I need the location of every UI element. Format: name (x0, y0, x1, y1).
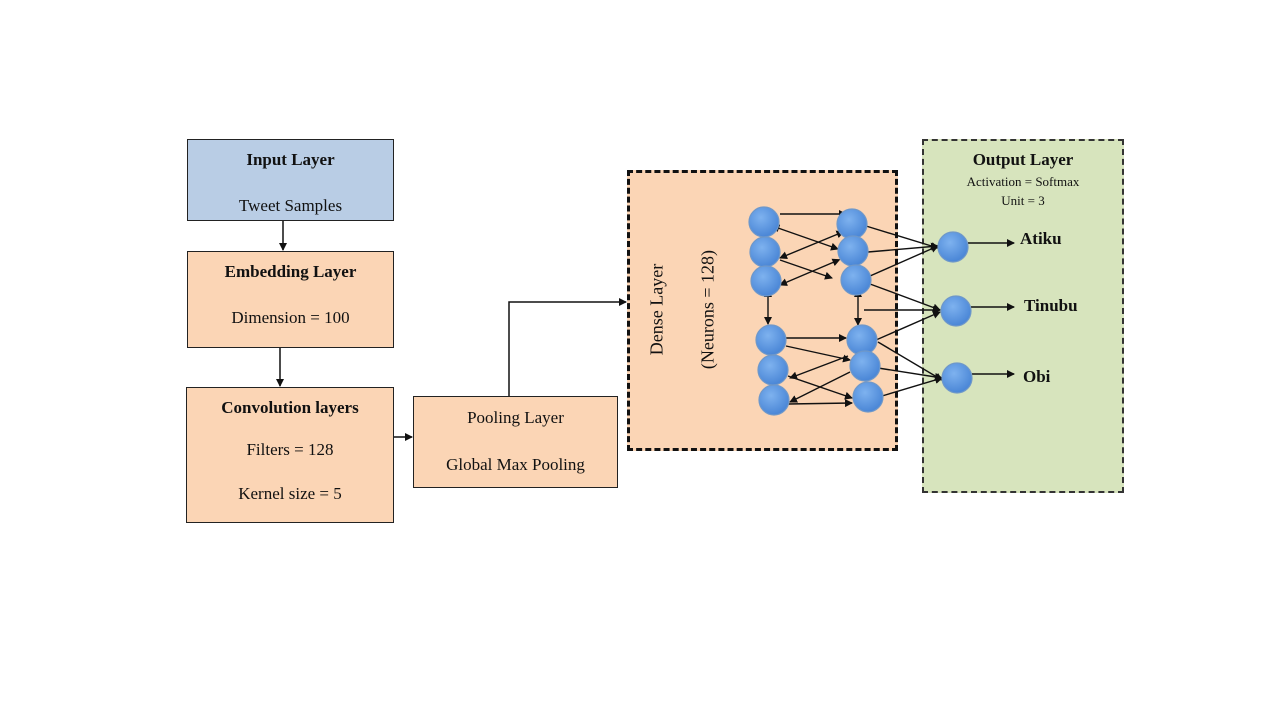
input-layer-title: Input Layer (246, 150, 335, 169)
arrow-pooling-to-dense (508, 298, 627, 396)
neuron-hidden-b (837, 235, 869, 267)
output-unit: Unit = 3 (1001, 193, 1045, 208)
pooling-layer-title: Pooling Layer (467, 408, 564, 427)
neuron-output-atiku (937, 231, 969, 263)
neuron-hidden-a (748, 206, 780, 238)
neuron-hidden-b (836, 208, 868, 240)
neuron-hidden-a (758, 384, 790, 416)
convolution-kernel: Kernel size = 5 (238, 484, 342, 503)
neuron-hidden-b (846, 324, 878, 356)
output-activation: Activation = Softmax (966, 174, 1080, 189)
neuron-hidden-a (755, 324, 787, 356)
neuron-output-tinubu (940, 295, 972, 327)
neural-network (748, 206, 1015, 416)
connection (869, 283, 941, 312)
embedding-layer-box: Embedding Layer Dimension = 100 (187, 251, 394, 348)
connection (867, 242, 939, 253)
neuron-hidden-b (840, 264, 872, 296)
connection (865, 225, 939, 250)
pooling-layer-box: Pooling Layer Global Max Pooling (413, 396, 618, 488)
output-class-label-obi: Obi (1023, 367, 1051, 386)
neuron-output-obi (941, 362, 973, 394)
connection (785, 345, 851, 363)
output-class-label-tinubu: Tinubu (1024, 296, 1078, 315)
embedding-layer-title: Embedding Layer (224, 262, 357, 281)
connection (881, 376, 943, 397)
output-class-label-atiku: Atiku (1020, 229, 1062, 248)
connection (779, 258, 841, 286)
connection (789, 355, 849, 380)
output-layer-title: Output Layer (972, 150, 1074, 169)
neuron-hidden-b (852, 381, 884, 413)
connection (779, 230, 845, 260)
neuron-hidden-a (749, 236, 781, 268)
convolution-layer-box: Convolution layers Filters = 128 Kernel … (186, 387, 394, 523)
convolution-layer-title: Convolution layers (221, 398, 359, 417)
pooling-layer-detail: Global Max Pooling (446, 455, 585, 474)
connection (877, 367, 943, 381)
input-layer-box: Input Layer Tweet Samples (187, 139, 394, 221)
connection (869, 245, 939, 277)
connection (877, 341, 943, 381)
embedding-layer-detail: Dimension = 100 (231, 308, 350, 327)
connection (875, 311, 941, 341)
connection (779, 259, 833, 280)
connection (787, 399, 853, 408)
input-layer-detail: Tweet Samples (238, 196, 343, 215)
convolution-filters: Filters = 128 (246, 440, 334, 459)
neuron-hidden-a (750, 265, 782, 297)
connection (789, 371, 851, 403)
neuron-hidden-a (757, 354, 789, 386)
neuron-hidden-b (849, 350, 881, 382)
